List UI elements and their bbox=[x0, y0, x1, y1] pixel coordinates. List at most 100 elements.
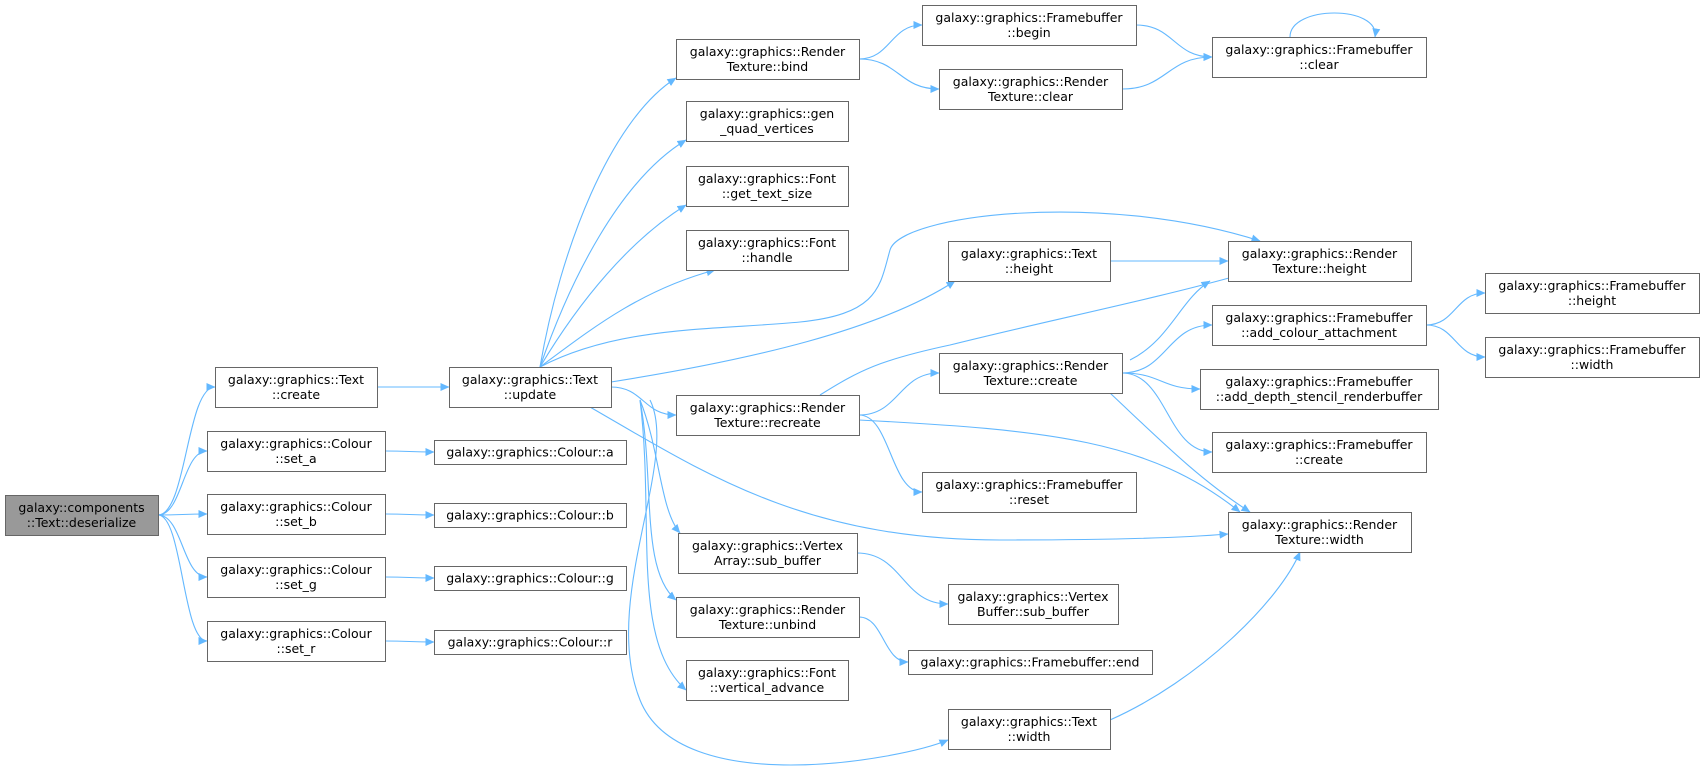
edge-deserialize-to-text_create bbox=[157, 383, 216, 516]
node-font_text_size[interactable]: galaxy::graphics::Font::get_text_size bbox=[686, 166, 849, 207]
edge-deserialize-to-set_g bbox=[157, 514, 208, 581]
node-label: ::create bbox=[1295, 452, 1343, 467]
edge-text_update-to-font_handle bbox=[539, 268, 716, 368]
node-label: Texture::unbind bbox=[718, 617, 816, 632]
node-set_r[interactable]: galaxy::graphics::Colour::set_r bbox=[207, 621, 386, 662]
edge-set_g-to-colour_g bbox=[384, 573, 435, 582]
node-box bbox=[1228, 241, 1412, 282]
node-label: galaxy::graphics::Vertex bbox=[957, 589, 1108, 604]
node-colour_b[interactable]: galaxy::graphics::Colour::b bbox=[434, 503, 627, 528]
edge-deserialize-to-set_r bbox=[157, 514, 208, 645]
node-label: ::add_colour_attachment bbox=[1241, 325, 1397, 340]
node-text_update[interactable]: galaxy::graphics::Text::update bbox=[449, 367, 612, 408]
node-label: galaxy::graphics::Render bbox=[690, 44, 846, 59]
node-set_a[interactable]: galaxy::graphics::Colour::set_a bbox=[207, 431, 386, 472]
node-label: galaxy::graphics::Colour bbox=[220, 436, 372, 451]
node-box bbox=[5, 495, 159, 536]
edge-rt_bind-to-fb_begin bbox=[858, 21, 923, 60]
node-rt_recreate[interactable]: galaxy::graphics::RenderTexture::recreat… bbox=[676, 395, 860, 436]
node-box bbox=[207, 621, 386, 662]
node-label: galaxy::graphics::Colour bbox=[220, 562, 372, 577]
node-box bbox=[922, 472, 1137, 513]
node-colour_r[interactable]: galaxy::graphics::Colour::r bbox=[434, 630, 627, 655]
node-colour_a[interactable]: galaxy::graphics::Colour::a bbox=[434, 440, 627, 465]
node-text_height[interactable]: galaxy::graphics::Text::height bbox=[948, 241, 1111, 282]
node-label: galaxy::graphics::Framebuffer bbox=[1225, 374, 1413, 389]
node-fb_width[interactable]: galaxy::graphics::Framebuffer::width bbox=[1485, 337, 1700, 378]
edge-text_update-to-rt_recreate bbox=[610, 386, 677, 419]
node-text_width[interactable]: galaxy::graphics::Text::width bbox=[948, 709, 1111, 750]
node-fb_clear[interactable]: galaxy::graphics::Framebuffer::clear bbox=[1212, 37, 1427, 78]
edge-fb_add_colour-to-fb_height bbox=[1425, 289, 1486, 326]
edge-rt_create-to-fb_add_colour bbox=[1121, 321, 1213, 374]
node-label: galaxy::graphics::Render bbox=[1242, 246, 1398, 261]
node-fb_height[interactable]: galaxy::graphics::Framebuffer::height bbox=[1485, 273, 1700, 314]
node-label: galaxy::graphics::gen bbox=[700, 106, 834, 121]
node-va_sub_buffer[interactable]: galaxy::graphics::VertexArray::sub_buffe… bbox=[678, 533, 858, 574]
node-label: galaxy::graphics::Text bbox=[462, 372, 598, 387]
node-fb_end[interactable]: galaxy::graphics::Framebuffer::end bbox=[908, 650, 1153, 675]
edge-text_update-to-font_vadv bbox=[639, 399, 687, 691]
node-box bbox=[676, 39, 860, 80]
edge-rt_bind-to-rt_clear bbox=[858, 58, 940, 93]
edge-fb_clear-to-fb_clear bbox=[1289, 12, 1381, 38]
edge-rt_create-to-fb_create bbox=[1121, 372, 1213, 456]
node-label: ::add_depth_stencil_renderbuffer bbox=[1216, 389, 1423, 404]
node-label: galaxy::graphics::Framebuffer bbox=[1498, 342, 1686, 357]
edge-va_sub_buffer-to-vb_sub_buffer bbox=[856, 552, 949, 608]
node-label: Texture::height bbox=[1271, 261, 1366, 276]
node-fb_create[interactable]: galaxy::graphics::Framebuffer::create bbox=[1212, 432, 1427, 473]
node-font_handle[interactable]: galaxy::graphics::Font::handle bbox=[686, 230, 849, 271]
node-box bbox=[1212, 305, 1427, 346]
node-label: galaxy::graphics::Framebuffer bbox=[935, 477, 1123, 492]
node-label: Array::sub_buffer bbox=[714, 553, 822, 568]
node-deserialize[interactable]: galaxy::components::Text::deserialize bbox=[5, 495, 159, 536]
node-fb_add_colour[interactable]: galaxy::graphics::Framebuffer::add_colou… bbox=[1212, 305, 1427, 346]
node-set_b[interactable]: galaxy::graphics::Colour::set_b bbox=[207, 494, 386, 535]
node-fb_reset[interactable]: galaxy::graphics::Framebuffer::reset bbox=[922, 472, 1137, 513]
edge-text_width-to-rt_width bbox=[1109, 551, 1301, 721]
edge-text_update-to-rt_bind bbox=[539, 77, 677, 368]
edge-text_update-to-font_text_size bbox=[539, 204, 687, 368]
edge-rt_recreate-to-rt_height bbox=[819, 273, 1241, 396]
edge-text_update-to-rt_width bbox=[582, 402, 1229, 541]
node-box bbox=[686, 230, 849, 271]
node-label: ::width bbox=[1008, 729, 1051, 744]
node-label: ::width bbox=[1571, 357, 1614, 372]
node-label: ::get_text_size bbox=[722, 186, 813, 201]
node-font_vadv[interactable]: galaxy::graphics::Font::vertical_advance bbox=[686, 660, 849, 701]
node-box bbox=[434, 566, 627, 591]
node-text_create[interactable]: galaxy::graphics::Text::create bbox=[215, 367, 378, 408]
node-colour_g[interactable]: galaxy::graphics::Colour::g bbox=[434, 566, 627, 591]
node-label: galaxy::graphics::Render bbox=[953, 74, 1109, 89]
node-box bbox=[678, 533, 858, 574]
node-label: galaxy::graphics::Text bbox=[961, 714, 1097, 729]
node-box bbox=[908, 650, 1153, 675]
node-fb_begin[interactable]: galaxy::graphics::Framebuffer::begin bbox=[922, 5, 1137, 46]
node-label: Texture::create bbox=[983, 373, 1078, 388]
node-box bbox=[676, 395, 860, 436]
node-vb_sub_buffer[interactable]: galaxy::graphics::VertexBuffer::sub_buff… bbox=[948, 584, 1119, 625]
edge-text_update-to-gen_quad bbox=[539, 139, 687, 368]
node-label: ::height bbox=[1568, 293, 1616, 308]
edge-text_update-to-rt_height bbox=[539, 211, 1261, 368]
node-box bbox=[939, 69, 1123, 110]
node-label: ::begin bbox=[1007, 25, 1050, 40]
node-box bbox=[207, 494, 386, 535]
node-box bbox=[948, 584, 1119, 625]
node-label: galaxy::graphics::Font bbox=[698, 171, 836, 186]
node-set_g[interactable]: galaxy::graphics::Colour::set_g bbox=[207, 557, 386, 598]
node-box bbox=[1485, 337, 1700, 378]
node-fb_add_depth[interactable]: galaxy::graphics::Framebuffer::add_depth… bbox=[1200, 369, 1439, 410]
node-box bbox=[686, 166, 849, 207]
node-box bbox=[676, 597, 860, 638]
node-box bbox=[686, 101, 849, 142]
node-gen_quad[interactable]: galaxy::graphics::gen_quad_vertices bbox=[686, 101, 849, 142]
node-box bbox=[948, 709, 1111, 750]
